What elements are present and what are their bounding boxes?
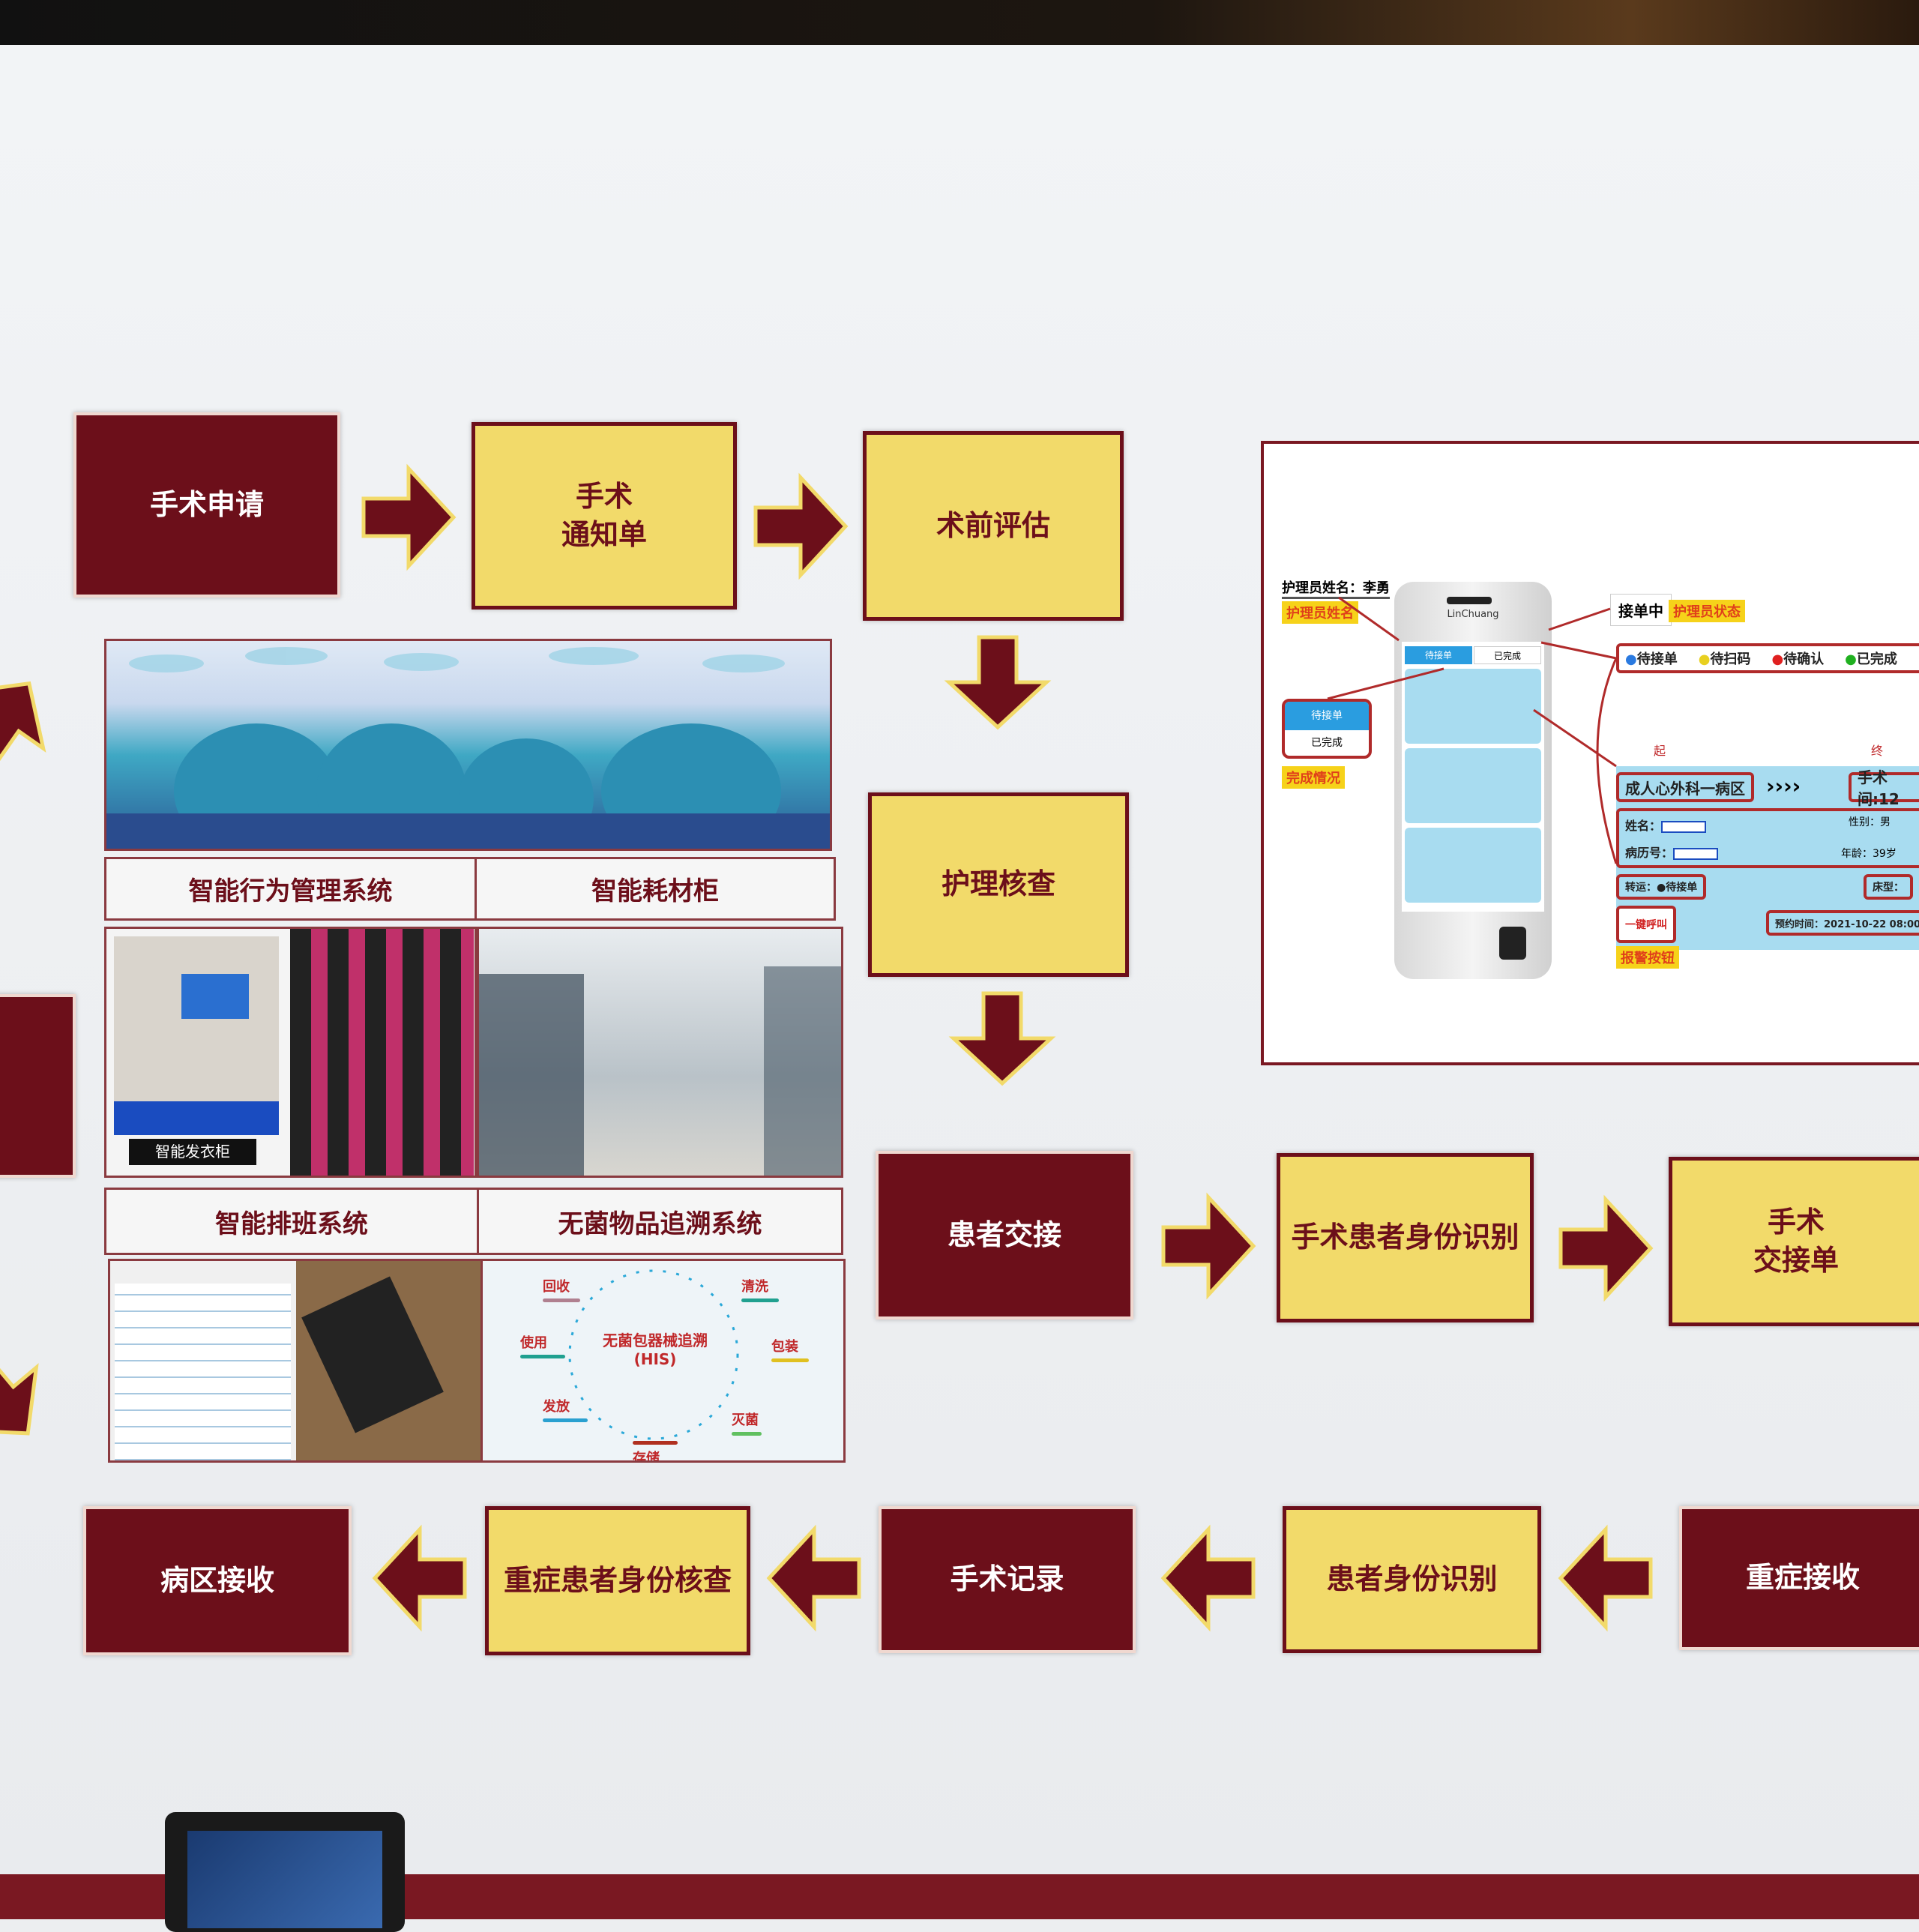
age: 年龄：39岁	[1841, 848, 1897, 860]
arrow-left-icon	[769, 1529, 859, 1627]
step-surgery-notice: 手术 通知单	[472, 422, 737, 610]
arrow-down-icon	[949, 637, 1046, 727]
warehouse-photo	[477, 927, 843, 1178]
step-icu-reception: 重症接收	[1679, 1506, 1919, 1650]
arrow-right-icon	[1561, 1200, 1651, 1297]
order-card[interactable]	[1405, 669, 1541, 744]
state-legend: ●待接单 ●待扫码 ●待确认 ●已完成	[1616, 643, 1919, 673]
surgery-team-photo	[104, 639, 832, 851]
record-field[interactable]	[1673, 847, 1719, 860]
step-surgery-handover-sheet: 手术 交接单	[1669, 1157, 1919, 1326]
step-surgery-record: 手术记录	[879, 1506, 1136, 1653]
step-patient-id-recognition: 手术患者身份识别	[1277, 1153, 1534, 1322]
nursing-app-panel: 护理员姓名：李勇 护理员姓名 LinChuang 待接单 已完成 待接单 已完成…	[1261, 441, 1919, 1065]
surgeons-illustration	[106, 647, 830, 849]
arrow-down-icon	[954, 993, 1051, 1083]
scheduling-photo	[108, 1259, 483, 1463]
status-receiving: 接单中	[1610, 594, 1672, 626]
arrow-left-icon	[375, 1529, 465, 1627]
transport-status: 转运：●待接单	[1616, 874, 1707, 900]
tab-callout: 待接单 已完成	[1282, 699, 1372, 759]
phone-brand: LinChuang	[1447, 609, 1499, 620]
phone-screen: 待接单 已完成	[1402, 642, 1544, 912]
arrow-right-icon	[1163, 1197, 1253, 1295]
smart-cabinet-photo: 智能发衣柜	[104, 927, 477, 1178]
step-patient-handover: 患者交接	[876, 1151, 1133, 1319]
step-preop-assessment: 术前评估	[863, 431, 1124, 621]
arrow-left-icon	[1163, 1529, 1253, 1627]
arrow-up-icon	[0, 655, 69, 785]
cycle-step: 发放	[543, 1396, 588, 1422]
bed-type: 床型：	[1864, 874, 1913, 900]
label-scheduling: 智能排班系统	[104, 1188, 479, 1255]
cycle-step: 灭菌	[732, 1409, 762, 1436]
label-consumables-cabinet: 智能耗材柜	[475, 857, 836, 921]
phone-button	[1499, 927, 1526, 960]
arrow-down-icon	[0, 1333, 65, 1464]
cycle-step: 清洗	[741, 1276, 779, 1302]
appointment-time: 预约时间：2021-10-22 08:00	[1766, 910, 1919, 936]
call-button[interactable]: 一键呼叫	[1616, 906, 1676, 943]
chevrons: ››››	[1766, 774, 1801, 798]
step-icu-patient-verify: 重症患者身份核查	[485, 1506, 750, 1655]
from-ward: 成人心外科一病区	[1616, 772, 1754, 802]
phone-speaker	[1447, 597, 1492, 604]
order-card[interactable]	[1405, 748, 1541, 823]
patient-info: 姓名： 病历号：	[1616, 808, 1919, 868]
arrow-right-icon	[756, 478, 846, 575]
nurse-name: 护理员姓名：李勇	[1282, 577, 1390, 599]
projector-device	[165, 1812, 405, 1932]
phone-mockup: LinChuang 待接单 已完成	[1394, 582, 1552, 979]
label-behavior-mgmt: 智能行为管理系统	[104, 857, 477, 921]
gender: 性别：男	[1849, 816, 1891, 828]
cycle-step: 使用	[520, 1332, 565, 1358]
callout-lines	[1327, 596, 1618, 864]
cycle-step: 回收	[543, 1276, 580, 1302]
cycle-center: 无菌包器械追溯(HIS)	[603, 1331, 708, 1368]
order-card[interactable]	[1405, 828, 1541, 903]
tab-pending[interactable]: 待接单	[1405, 646, 1472, 664]
cycle-step: 包装	[771, 1336, 809, 1362]
tag-alarm: 报警按钮	[1616, 946, 1679, 969]
tag-nurse-status: 护理员状态	[1669, 600, 1745, 622]
schedule-grid	[115, 1284, 291, 1460]
name-field[interactable]	[1661, 820, 1707, 833]
tag-completion: 完成情况	[1282, 766, 1345, 789]
device-screen	[187, 1831, 382, 1928]
step-nursing-check: 护理核查	[868, 792, 1129, 977]
cycle-step: 存储	[633, 1441, 678, 1460]
arrow-left-icon	[1561, 1529, 1651, 1627]
step-ward-reception: 病区接收	[83, 1506, 352, 1655]
tab-completed[interactable]: 已完成	[1474, 646, 1541, 664]
order-detail-card: 起 终 成人心外科一病区 ›››› 手术间:12 姓名： 病历号： 性别：男 年…	[1616, 744, 1919, 950]
step-patient-identity: 患者身份识别	[1283, 1506, 1541, 1653]
tag-nurse-name: 护理员姓名	[1282, 601, 1358, 624]
arrow-right-icon	[364, 469, 454, 566]
label-sterile-tracking: 无菌物品追溯系统	[477, 1188, 843, 1255]
step-surgery-application: 手术申请	[73, 412, 340, 598]
cabinet-caption: 智能发衣柜	[129, 1139, 256, 1165]
sterile-cycle-diagram: 无菌包器械追溯(HIS) 回收 清洗 包装 灭菌 存储 发放 使用	[480, 1259, 846, 1463]
step-partial-left	[0, 994, 76, 1178]
